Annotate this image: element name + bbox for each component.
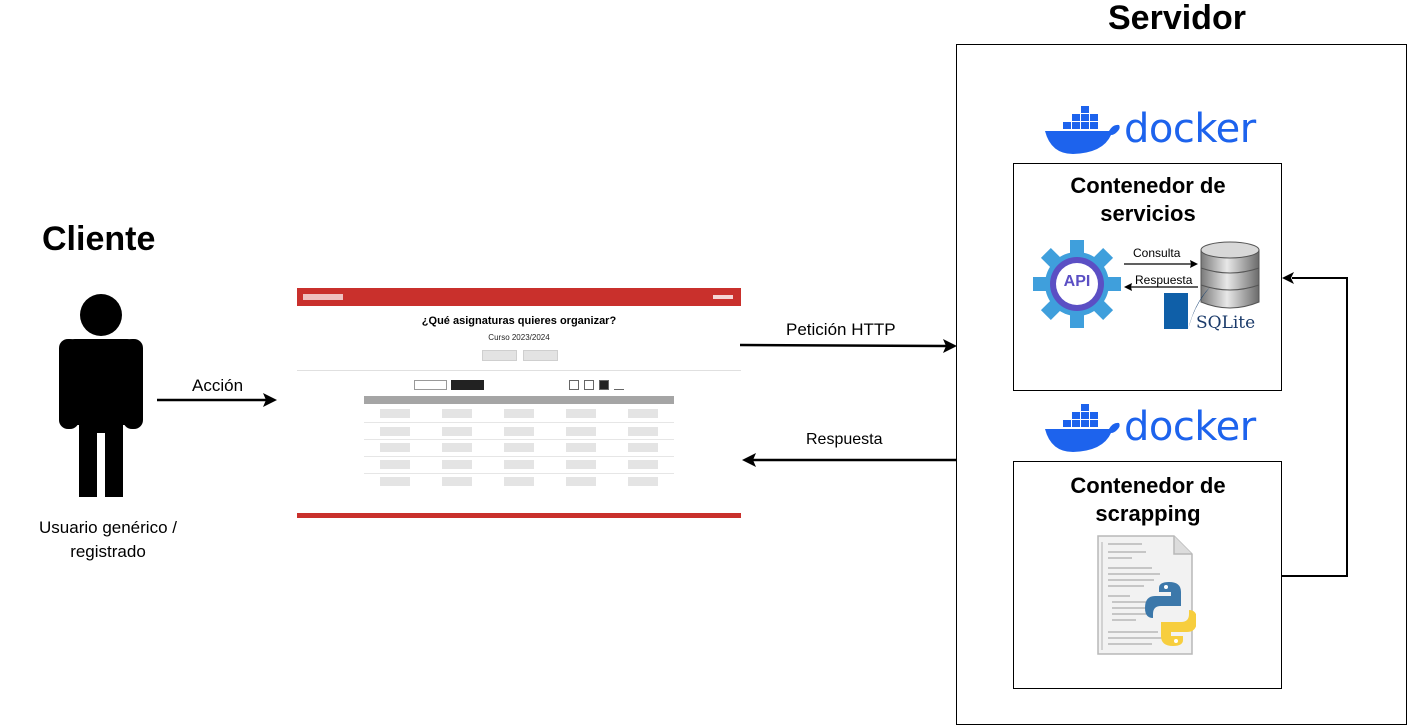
services-container-title: Contenedor de servicios — [1070, 173, 1226, 226]
api-label: API — [1063, 273, 1091, 290]
docker-whale-icon — [1045, 106, 1120, 154]
sqlite-logo-icon — [1164, 287, 1210, 329]
preview-cell — [442, 477, 472, 486]
preview-divider — [297, 370, 741, 371]
preview-nav-2 — [584, 380, 594, 390]
preview-row-line — [364, 439, 674, 440]
preview-tab-1 — [414, 380, 447, 390]
scraping-container-title: Contenedor de scrapping — [1070, 473, 1226, 526]
preview-cell — [380, 477, 410, 486]
preview-nav-4 — [614, 380, 624, 390]
action-label: Acción — [192, 376, 244, 395]
preview-cell — [380, 409, 410, 418]
preview-cell — [566, 477, 596, 486]
preview-cell — [504, 477, 534, 486]
response-inner-arrow — [1124, 283, 1198, 291]
response-arrow — [742, 453, 957, 467]
preview-cell — [628, 427, 658, 436]
preview-row-line — [364, 473, 674, 474]
api-gear-icon — [1033, 240, 1121, 328]
preview-cell — [380, 460, 410, 469]
preview-footer — [297, 513, 741, 518]
docker-wordmark: docker — [1124, 404, 1256, 450]
preview-cell — [442, 409, 472, 418]
docker-wordmark: docker — [1124, 106, 1256, 152]
preview-heading: ¿Qué asignaturas quieres organizar? — [421, 315, 617, 327]
query-label: Consulta — [1133, 246, 1181, 260]
user-label: Usuario genérico / registrado — [39, 518, 177, 561]
preview-cell — [566, 409, 596, 418]
preview-cell — [504, 460, 534, 469]
preview-top-bar — [297, 288, 741, 306]
scraping-to-db-connector — [1282, 272, 1348, 577]
preview-course: Curso 2023/2024 — [488, 333, 550, 342]
preview-cell — [504, 443, 534, 452]
http-request-label: Petición HTTP — [786, 320, 896, 339]
preview-cell — [628, 477, 658, 486]
preview-nav-1 — [569, 380, 579, 390]
preview-cell — [504, 427, 534, 436]
preview-cell — [442, 443, 472, 452]
preview-cell — [442, 460, 472, 469]
preview-logo — [303, 294, 343, 300]
preview-button-a — [482, 350, 517, 361]
preview-row-line — [364, 422, 674, 423]
response-label: Respuesta — [806, 431, 883, 448]
preview-nav-3 — [599, 380, 609, 390]
preview-cell — [380, 427, 410, 436]
http-request-arrow — [740, 339, 957, 353]
sqlite-label: SQLite — [1196, 313, 1256, 333]
preview-cell — [380, 443, 410, 452]
docker-whale-icon — [1045, 404, 1120, 452]
preview-cell — [566, 427, 596, 436]
python-script-icon — [1097, 535, 1196, 655]
query-arrow — [1124, 260, 1198, 268]
preview-row-line — [364, 456, 674, 457]
preview-cell — [628, 460, 658, 469]
server-title: Servidor — [1108, 0, 1246, 37]
preview-cell — [628, 443, 658, 452]
preview-cell — [566, 443, 596, 452]
preview-tab-2 — [451, 380, 484, 390]
preview-button-b — [523, 350, 558, 361]
preview-cell — [566, 460, 596, 469]
database-icon — [1200, 241, 1260, 309]
preview-login — [713, 295, 733, 299]
response-inner-label: Respuesta — [1135, 273, 1193, 287]
client-title: Cliente — [42, 220, 156, 258]
action-arrow — [157, 393, 277, 407]
preview-cell — [628, 409, 658, 418]
preview-cell — [504, 409, 534, 418]
preview-table-header — [364, 396, 674, 404]
web-app-preview: ¿Qué asignaturas quieres organizar? Curs… — [297, 288, 741, 518]
preview-cell — [442, 427, 472, 436]
user-icon — [59, 294, 143, 497]
